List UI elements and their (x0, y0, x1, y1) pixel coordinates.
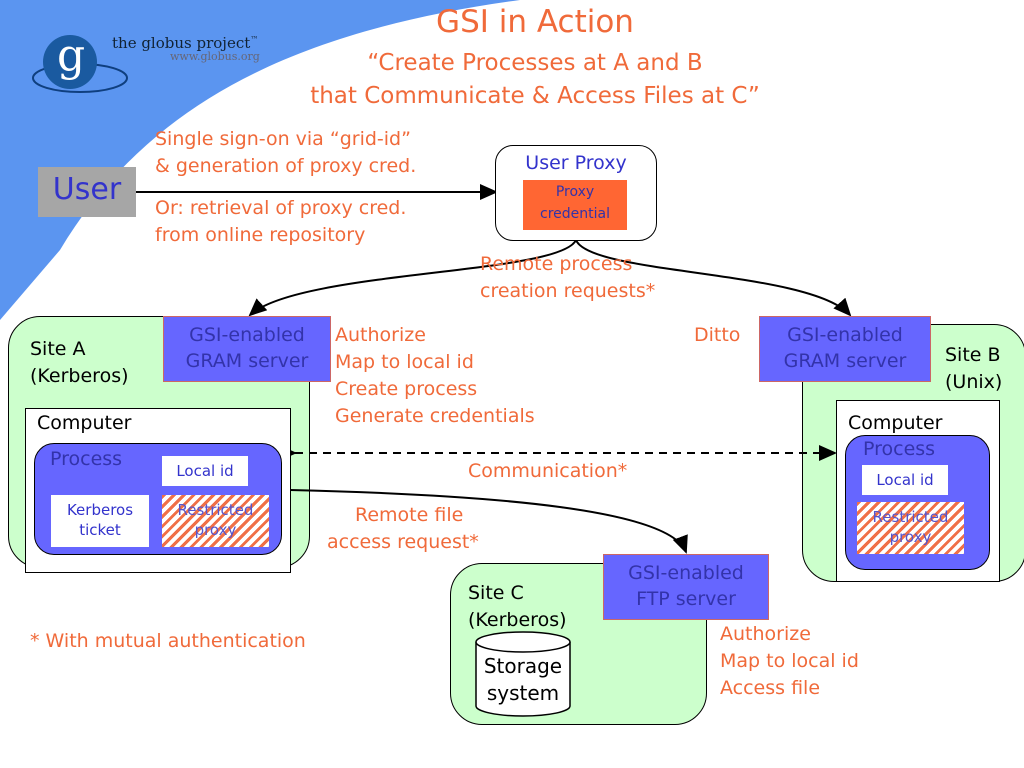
footnote: * With mutual authentication (30, 630, 306, 652)
proxy-credential-box (523, 180, 627, 230)
site-b-gram-line2: GRAM server (783, 350, 907, 372)
site-a-gram-line2: GRAM server (185, 350, 309, 372)
site-b-restricted-proxy: Restricted proxy (857, 502, 964, 554)
site-a-restricted-proxy: Restricted proxy (162, 495, 269, 547)
site-c-step-3: Access file (720, 677, 821, 699)
site-a-step-1: Authorize (335, 324, 426, 346)
ditto-label: Ditto (694, 324, 741, 346)
logo-name: the globus project™ (112, 34, 258, 52)
kerberos-line2: ticket (79, 521, 121, 539)
site-a-restricted-line2: proxy (194, 521, 237, 539)
site-c-type: (Kerberos) (468, 609, 567, 631)
site-b-local-id: Local id (862, 465, 948, 495)
site-a-step-2: Map to local id (335, 351, 474, 373)
proxy-credential-line1: Proxy (555, 184, 595, 200)
site-b-gram-server[interactable]: GSI-enabled GRAM server (759, 316, 931, 382)
proxy-credential-line2: credential (540, 206, 610, 222)
site-a-kerberos-ticket: Kerberos ticket (51, 495, 149, 547)
logo-name-text: the globus project (112, 34, 251, 52)
proxy-to-site-b-arrow (575, 239, 852, 317)
site-a-step-3: Create process (335, 378, 478, 400)
communication-label: Communication* (468, 460, 628, 482)
site-b-restricted-line1: Restricted (872, 508, 949, 526)
page-subtitle-2: that Communicate & Access Files at C” (310, 83, 760, 109)
remote-process-line1: Remote process (480, 253, 633, 275)
storage-line2: system (486, 681, 560, 705)
site-a-type: (Kerberos) (30, 365, 129, 387)
site-a-local-id: Local id (162, 456, 248, 486)
site-a-gram-server[interactable]: GSI-enabled GRAM server (163, 316, 331, 382)
site-b-process-label: Process (863, 438, 936, 460)
storage-cylinder-icon (475, 631, 571, 717)
logo-glyph: g (57, 30, 86, 81)
logo-tm: ™ (250, 35, 259, 44)
site-b-type: (Unix) (945, 371, 1003, 393)
retrieval-note-line2: from online repository (155, 224, 366, 246)
site-b-name: Site B (945, 344, 1001, 366)
site-a-name: Site A (30, 338, 86, 360)
page-subtitle-1: “Create Processes at A and B (367, 50, 703, 76)
site-a-computer-label: Computer (37, 412, 132, 434)
user-box[interactable] (38, 167, 136, 217)
retrieval-note-line1: Or: retrieval of proxy cred. (155, 197, 407, 219)
remote-process-line2: creation requests* (480, 280, 656, 302)
logo-url: www.globus.org (170, 50, 260, 63)
site-c-ftp-server[interactable]: GSI-enabled FTP server (603, 554, 769, 620)
globus-logo-icon (32, 35, 128, 93)
remote-file-line1: Remote file (355, 504, 464, 526)
user-label: User (52, 172, 122, 207)
page-title: GSI in Action (436, 4, 634, 40)
site-a-step-4: Generate credentials (335, 405, 535, 427)
site-c-name: Site C (468, 582, 524, 604)
site-b-computer-label: Computer (848, 412, 943, 434)
sso-note-line2: & generation of proxy cred. (155, 155, 417, 177)
proxy-to-site-a-arrow (248, 239, 577, 317)
site-c-ftp-line1: GSI-enabled (628, 562, 744, 584)
site-b-restricted-line2: proxy (889, 528, 932, 546)
file-access-arrow (289, 489, 688, 554)
site-b-gram-line1: GSI-enabled (787, 324, 903, 346)
globus-logo: g the globus project™ www.globus.org (30, 28, 270, 98)
site-a-process-label: Process (50, 448, 123, 470)
site-a-gram-line1: GSI-enabled (189, 324, 305, 346)
user-proxy-title: User Proxy (525, 152, 627, 174)
remote-file-line2: access request* (327, 531, 479, 553)
site-c-step-2: Map to local id (720, 650, 859, 672)
kerberos-line1: Kerberos (66, 501, 134, 519)
site-c-step-1: Authorize (720, 623, 811, 645)
sso-note-line1: Single sign-on via “grid-id” (155, 128, 411, 150)
site-a-restricted-line1: Restricted (177, 501, 254, 519)
storage-line1: Storage (483, 654, 563, 678)
site-c-ftp-line2: FTP server (636, 588, 736, 610)
